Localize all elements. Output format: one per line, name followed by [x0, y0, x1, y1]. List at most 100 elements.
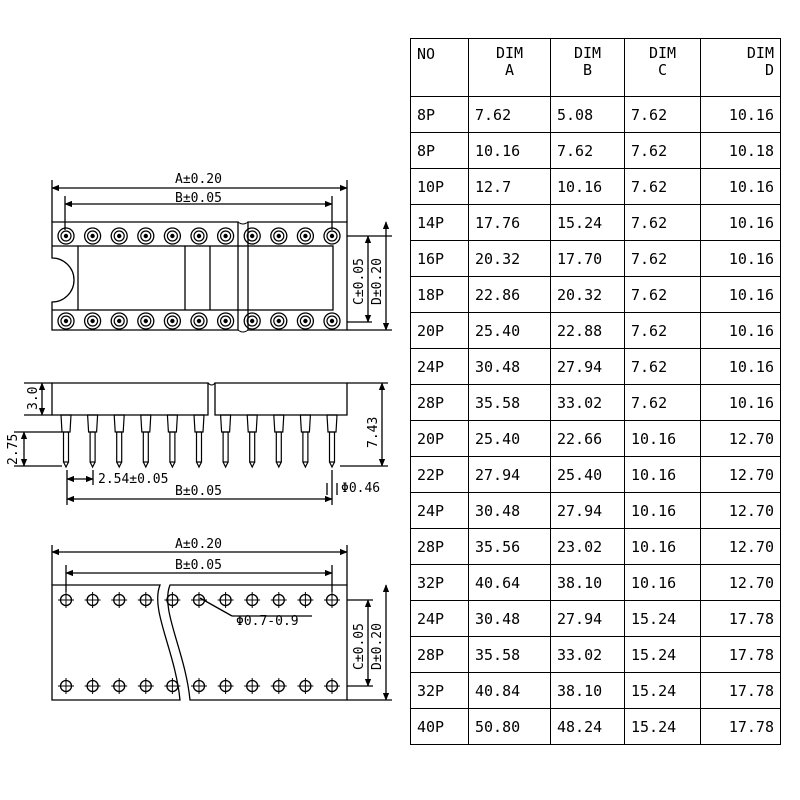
pin-contact [163, 312, 182, 330]
bottom-dim-d-label: D±0.20 [370, 623, 385, 670]
bottom-hole-row-lower [58, 678, 340, 694]
table-cell: 22.86 [468, 276, 551, 313]
table-cell: 22P [410, 456, 469, 493]
pin-contact [243, 227, 261, 245]
table-cell: 10.16 [700, 384, 781, 421]
bottom-hole-diameter-label: Φ0.7-0.9 [236, 614, 299, 629]
pcb-hole [244, 592, 261, 608]
table-cell: 23.02 [550, 528, 625, 565]
pin-contact [296, 227, 315, 245]
table-cell: 40.84 [468, 672, 551, 709]
pin-lead [246, 414, 258, 469]
pcb-hole [297, 592, 314, 608]
table-cell: 20P [410, 420, 469, 457]
table-cell: 7.62 [624, 240, 701, 277]
table-cell: 10.16 [700, 240, 781, 277]
table-cell: 7.62 [624, 132, 701, 169]
pcb-hole [324, 678, 340, 694]
table-cell: 20.32 [468, 240, 551, 277]
bottom-body-left [51, 584, 181, 701]
table-cell: 27.94 [550, 348, 625, 385]
pin-lead [113, 414, 125, 469]
side-pin-row [60, 414, 338, 469]
table-cell: 10.16 [700, 348, 781, 385]
pcb-hole [58, 678, 74, 694]
top-view [51, 180, 392, 333]
table-cell: 12.70 [700, 456, 781, 493]
table-cell: 33.02 [550, 636, 625, 673]
header-no: NO [410, 38, 469, 97]
table-cell: 7.62 [468, 96, 551, 133]
pin-contact [190, 312, 208, 330]
table-cell: 40P [410, 708, 469, 745]
bottom-dim-c-label: C±0.05 [352, 623, 367, 670]
table-cell: 12.70 [700, 420, 781, 457]
table-cell: 25.40 [550, 456, 625, 493]
table-cell: 20P [410, 312, 469, 349]
table-cell: 5.08 [550, 96, 625, 133]
table-cell: 25.40 [468, 312, 551, 349]
table-cell: 7.62 [550, 132, 625, 169]
table-cell: 20.32 [550, 276, 625, 313]
pcb-hole [164, 678, 181, 694]
table-cell: 7.62 [624, 384, 701, 421]
table-cell: 10.16 [700, 204, 781, 241]
bottom-dim-b-label: B±0.05 [175, 558, 222, 573]
table-cell: 12.70 [700, 492, 781, 529]
table-cell: 7.62 [624, 204, 701, 241]
pin-lead [86, 414, 99, 469]
table-cell: 22.66 [550, 420, 625, 457]
table-cell: 8P [410, 96, 469, 133]
table-cell: 15.24 [624, 672, 701, 709]
pcb-hole [297, 678, 314, 694]
side-pin-length-label: 2.75 [6, 434, 21, 465]
table-cell: 27.94 [550, 600, 625, 637]
table-cell: 24P [410, 492, 469, 529]
top-body-left [51, 221, 239, 331]
table-cell: 10.16 [624, 420, 701, 457]
pcb-hole [111, 592, 128, 608]
table-cell: 10P [410, 168, 469, 205]
table-cell: 28P [410, 636, 469, 673]
top-dim-d-label: D±0.20 [370, 258, 385, 305]
pin-contact [190, 227, 208, 245]
pcb-hole [270, 592, 287, 608]
table-cell: 17.78 [700, 636, 781, 673]
table-cell: 7.62 [624, 348, 701, 385]
pcb-hole [164, 592, 181, 608]
pin-contact [243, 312, 261, 330]
table-cell: 48.24 [550, 708, 625, 745]
pin-contact [83, 312, 102, 330]
table-cell: 24P [410, 348, 469, 385]
table-cell: 17.78 [700, 672, 781, 709]
pin-contact [137, 312, 155, 330]
pcb-hole [137, 678, 154, 694]
table-cell: 35.58 [468, 636, 551, 673]
table-cell: 8P [410, 132, 469, 169]
side-height-label: 3.0 [26, 387, 41, 410]
table-cell: 7.62 [624, 312, 701, 349]
table-cell: 30.48 [468, 348, 551, 385]
table-cell: 15.24 [624, 708, 701, 745]
table-cell: 17.78 [700, 708, 781, 745]
pin-lead [60, 414, 72, 469]
pin-lead [193, 414, 205, 469]
pin-contact [270, 312, 288, 330]
